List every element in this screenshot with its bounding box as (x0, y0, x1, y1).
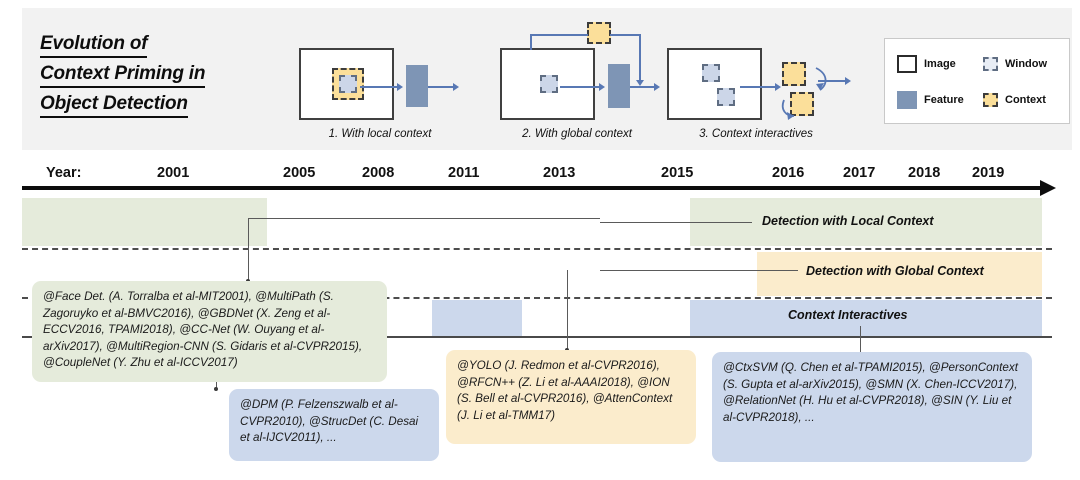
band-context-interactives-mid (432, 300, 522, 336)
band-label-global-context: Detection with Global Context (806, 264, 984, 278)
connector-line (530, 34, 588, 36)
leader-green-card-top (248, 218, 600, 219)
context-swatch-icon (983, 93, 998, 107)
leader-line-local-context (600, 222, 752, 223)
band-separator-2 (22, 297, 1052, 299)
window-box-icon (702, 64, 720, 82)
panel-caption-local: 1. With local context (328, 128, 432, 140)
connector-line (610, 34, 640, 36)
image-box-icon (667, 48, 762, 120)
diagram-panel-global-context: 2. With global context (482, 22, 662, 140)
timeline-arrow-icon (1040, 180, 1056, 196)
year-axis-label: Year: (46, 165, 82, 181)
local-context-card[interactable]: @Face Det. (A. Torralba et al-MIT2001), … (32, 281, 387, 382)
figure-title: Evolution of Context Priming in Object D… (40, 34, 290, 124)
leader-green-card (248, 218, 249, 281)
arrow-window-to-feature (360, 86, 398, 88)
band-context-interactives-right (690, 300, 1042, 336)
legend-label-context: Context (1005, 94, 1046, 106)
image-swatch-icon (897, 55, 917, 73)
arrow-context-out (818, 80, 846, 82)
arrow-feature-out (428, 86, 454, 88)
diagram-panel-context-interactives: 3. Context interactives (662, 40, 852, 140)
leader-dot (214, 387, 218, 391)
band-label-local-context: Detection with Local Context (762, 214, 934, 228)
image-box-icon (299, 48, 394, 120)
leader-yellow-card (567, 270, 568, 350)
arrow-head-icon (636, 80, 644, 86)
arrow-head-icon (654, 83, 660, 91)
leader-line-global-context (600, 270, 798, 271)
legend-panel: Image Window Feature Context (884, 38, 1070, 124)
window-box-icon (717, 88, 735, 106)
legend-item-context: Context (983, 93, 1046, 107)
feature-box-icon (608, 64, 630, 108)
header-panel: Evolution of Context Priming in Object D… (22, 8, 1072, 150)
context-box-icon (790, 92, 814, 116)
panel-caption-interactives: 3. Context interactives (699, 128, 813, 140)
legend-label-image: Image (924, 58, 956, 70)
panel-caption-global: 2. With global context (522, 128, 632, 140)
band-label-context-interactives: Context Interactives (788, 308, 908, 322)
context-interaction-arrows-icon (781, 67, 827, 120)
feature-swatch-icon (897, 91, 917, 109)
feature-box-icon (406, 65, 428, 107)
legend-item-image: Image (897, 55, 956, 73)
window-box-icon (339, 75, 357, 93)
year-tick-2001: 2001 (157, 165, 190, 181)
band-local-context-left (22, 198, 267, 246)
year-tick-2017: 2017 (843, 165, 876, 181)
global-context-card[interactable]: @YOLO (J. Redmon et al-CVPR2016), @RFCN+… (446, 350, 696, 444)
year-tick-2011: 2011 (448, 165, 480, 181)
leader-interactives-card (860, 326, 861, 354)
arrow-head-icon (599, 83, 605, 91)
year-tick-2005: 2005 (283, 165, 316, 181)
year-tick-2013: 2013 (543, 165, 576, 181)
arrow-image-to-context (740, 86, 776, 88)
year-tick-2015: 2015 (661, 165, 694, 181)
arrow-head-icon (775, 83, 781, 91)
arrow-window-to-feature (560, 86, 600, 88)
legend-label-feature: Feature (924, 94, 964, 106)
legend-item-window: Window (983, 57, 1047, 71)
window-swatch-icon (983, 57, 998, 71)
band-separator-1 (22, 248, 1052, 250)
legend-label-window: Window (1005, 58, 1048, 70)
arrow-feature-out (630, 86, 656, 88)
connector-line (639, 34, 641, 84)
timeline-axis (22, 186, 1042, 190)
title-line-3: Object Detection (40, 94, 188, 118)
context-interactives-card[interactable]: @CtxSVM (Q. Chen et al-TPAMI2015), @Pers… (712, 352, 1032, 462)
window-box-icon (540, 75, 558, 93)
band-baseline (22, 336, 1052, 338)
title-line-2: Context Priming in (40, 64, 205, 88)
title-line-1: Evolution of (40, 34, 148, 58)
arrow-head-icon (453, 83, 459, 91)
year-tick-2018: 2018 (908, 165, 941, 181)
context-box-icon (587, 22, 611, 44)
arrow-head-icon (397, 83, 403, 91)
context-box-icon (782, 62, 806, 86)
connector-line (530, 34, 532, 50)
arrow-head-icon (845, 77, 851, 85)
year-tick-2008: 2008 (362, 165, 395, 181)
diagram-panel-local-context: 1. With local context (294, 40, 464, 140)
band-global-context (757, 252, 1042, 296)
legend-item-feature: Feature (897, 91, 964, 109)
year-tick-2016: 2016 (772, 165, 805, 181)
year-tick-2019: 2019 (972, 165, 1005, 181)
dpm-card[interactable]: @DPM (P. Felzenszwalb et al-CVPR2010), @… (229, 389, 439, 461)
